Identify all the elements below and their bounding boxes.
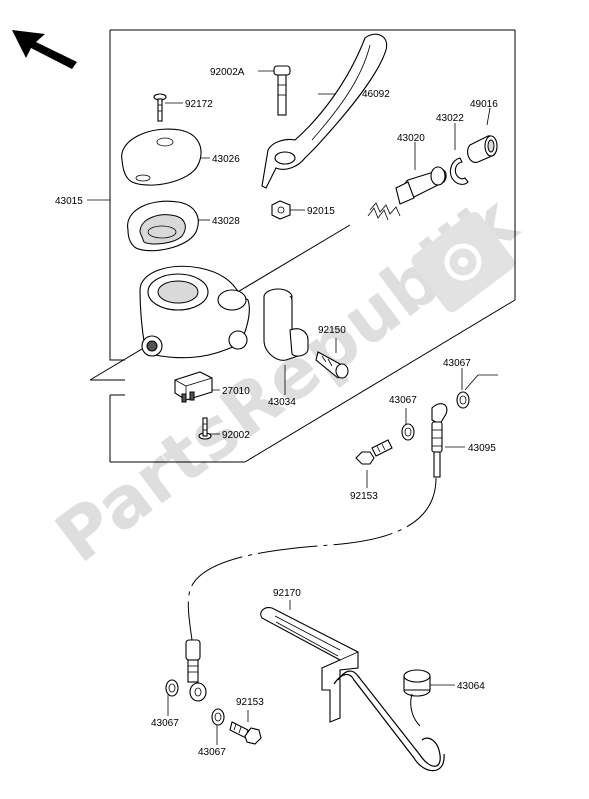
label-43067-lower-middle: 43067: [198, 747, 226, 758]
label-43067-upper-middle: 43067: [389, 395, 417, 406]
nut-92015: [271, 200, 291, 220]
label-43020: 43020: [397, 133, 425, 144]
diaphragm-43028: [127, 200, 199, 252]
front-direction-arrow-icon: [12, 30, 77, 69]
label-92015: 92015: [307, 206, 335, 217]
part-labels: 92002A 46092 92172 49016 43022 43020 430…: [55, 67, 498, 758]
label-92002: 92002: [222, 430, 250, 441]
grommet-43064: [403, 669, 431, 727]
label-49016: 49016: [470, 99, 498, 110]
brake-hose: [187, 477, 437, 641]
label-43015: 43015: [55, 196, 83, 207]
label-46092: 46092: [362, 89, 390, 100]
label-92170: 92170: [273, 588, 301, 599]
label-43095: 43095: [468, 443, 496, 454]
label-43022: 43022: [436, 113, 464, 124]
brake-lever-46092: [261, 33, 388, 189]
assembly-frame: [89, 29, 516, 463]
brake-hose-fitting-43095: [431, 403, 448, 478]
label-92153-upper: 92153: [350, 491, 378, 502]
bolt-92150: [315, 351, 349, 379]
washer-43067-lower-middle: [211, 708, 225, 726]
watermark-gear-icon: [411, 211, 515, 313]
label-43026: 43026: [212, 154, 240, 165]
brake-switch-27010: [174, 371, 213, 403]
label-43067-upper-right: 43067: [443, 358, 471, 369]
label-43064: 43064: [457, 681, 485, 692]
washer-43067-upper-right: [456, 391, 470, 409]
bolt-92002A: [273, 65, 291, 116]
reservoir-cap-43026: [121, 128, 202, 186]
label-92150: 92150: [318, 325, 346, 336]
label-92172: 92172: [185, 99, 213, 110]
piston-assembly-43020: [367, 166, 447, 221]
clamp-43034: [263, 288, 309, 361]
banjo-bolt-92153-upper: [355, 439, 393, 465]
return-spring-wire: [333, 670, 445, 772]
label-92002A: 92002A: [210, 67, 245, 78]
label-43028: 43028: [212, 216, 240, 227]
washer-43067-upper-middle: [401, 423, 415, 441]
screw-92172: [153, 93, 167, 122]
label-27010: 27010: [222, 386, 250, 397]
master-cylinder-body-43015: [139, 265, 250, 359]
brake-hose-lower-fitting: [185, 639, 207, 702]
washer-43067-lower-left: [165, 679, 179, 697]
circlip-43022: [449, 157, 469, 185]
label-43067-lower-left: 43067: [151, 718, 179, 729]
dust-boot-49016: [467, 135, 498, 163]
banjo-bolt-92153-lower: [229, 721, 262, 745]
label-43034: 43034: [268, 397, 296, 408]
screw-92002: [198, 417, 212, 440]
bracket-92170: [260, 607, 359, 723]
label-92153-lower: 92153: [236, 697, 264, 708]
